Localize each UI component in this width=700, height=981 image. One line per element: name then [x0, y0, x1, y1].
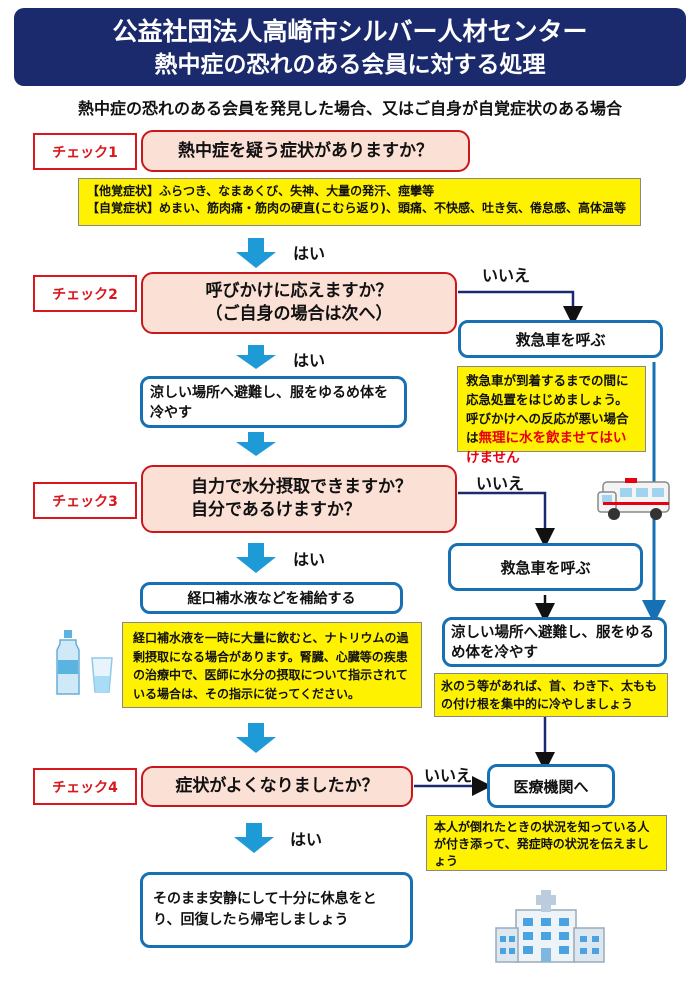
ice-note: 氷のう等があれば、首、わき下、太ももの付け根を集中的に冷やしましょう [434, 673, 668, 717]
other-symptoms-tag: 【他覚症状】 [87, 184, 160, 198]
down-arrows [234, 238, 276, 853]
cool-action-box-1: 涼しい場所へ避難し、服をゆるめ体を冷やす [140, 376, 407, 428]
rehydrate-note: 経口補水液を一時に大量に飲むと、ナトリウムの過剰摂取になる場合があります。腎臓、… [122, 622, 422, 708]
title-line1: 公益社団法人高崎市シルバー人材センター [112, 17, 588, 46]
title-line2: 熱中症の恐れのある会員に対する処理 [154, 52, 546, 78]
ambulance-icon [597, 478, 670, 520]
check3-question: 自力で水分摂取できますか？ 自分であるけますか？ [141, 465, 457, 533]
ambulance-note-text: 救急車が到着するまでの間に応急処置をはじめましょう。 呼びかけへの反応が悪い場合… [466, 373, 635, 445]
check3-label: チェック3 [33, 482, 137, 519]
hospital-box: 医療機関へ [487, 764, 615, 808]
no-label-2: いいえ [482, 266, 531, 285]
check2-label: チェック2 [33, 275, 137, 312]
no-label-3: いいえ [476, 474, 525, 493]
call-ambulance-box-1: 救急車を呼ぶ [458, 320, 663, 358]
yes-label-2: はい [293, 351, 326, 370]
rest-box: そのまま安静にして十分に休息をとり、回復したら帰宅しましょう [140, 872, 413, 948]
subtitle: 熱中症の恐れのある会員を発見した場合、又はご自身が自覚症状のある場合 [77, 99, 622, 118]
check4-label: チェック4 [33, 768, 137, 805]
call-ambulance-box-2: 救急車を呼ぶ [448, 543, 643, 591]
no-label-4: いいえ [424, 766, 473, 785]
cool-action-box-2: 涼しい場所へ避難し、服をゆるめ体を冷やす [442, 617, 667, 667]
self-symptoms-text: めまい、筋肉痛・筋肉の硬直(こむら返り)、頭痛、不快感、吐き気、倦怠感、高体温等 [159, 201, 626, 215]
title-banner: 公益社団法人高崎市シルバー人材センター 熱中症の恐れのある会員に対する処理 [14, 8, 686, 86]
water-bottle-icon [56, 630, 113, 695]
other-symptoms-text: ふらつき、なまあくび、失神、大量の発汗、痙攣等 [159, 184, 435, 198]
hospital-icon [495, 890, 605, 963]
yes-label-3: はい [293, 550, 326, 569]
check1-question: 熱中症を疑う症状がありますか？ [141, 130, 470, 172]
check3-question-line1: 自力で水分摂取できますか？ [191, 477, 412, 497]
check2-question: 呼びかけに応えますか？ （ご自身の場合は次へ） [141, 272, 457, 334]
ambulance-note: 救急車が到着するまでの間に応急処置をはじめましょう。 呼びかけへの反応が悪い場合… [457, 366, 646, 466]
check4-question: 症状がよくなりましたか？ [141, 766, 413, 807]
ambulance-note-warning: 無理に水を飲ませてはいけません [466, 430, 627, 466]
rehydrate-box: 経口補水液などを補給する [140, 582, 403, 614]
check2-question-line1: 呼びかけに応えますか？ [205, 281, 393, 301]
hospital-note: 本人が倒れたときの状況を知っている人が付き添って、発症時の状況を伝えましょう [426, 815, 667, 871]
symptoms-box: 【他覚症状】ふらつき、なまあくび、失神、大量の発汗、痙攣等 【自覚症状】めまい、… [78, 178, 641, 226]
self-symptoms-tag: 【自覚症状】 [87, 201, 160, 215]
yes-label-1: はい [293, 244, 326, 263]
check1-label: チェック1 [33, 133, 137, 170]
yes-label-4: はい [290, 830, 323, 849]
check3-question-line2: 自分であるけますか？ [191, 500, 361, 520]
check2-question-line2: （ご自身の場合は次へ） [205, 304, 393, 324]
